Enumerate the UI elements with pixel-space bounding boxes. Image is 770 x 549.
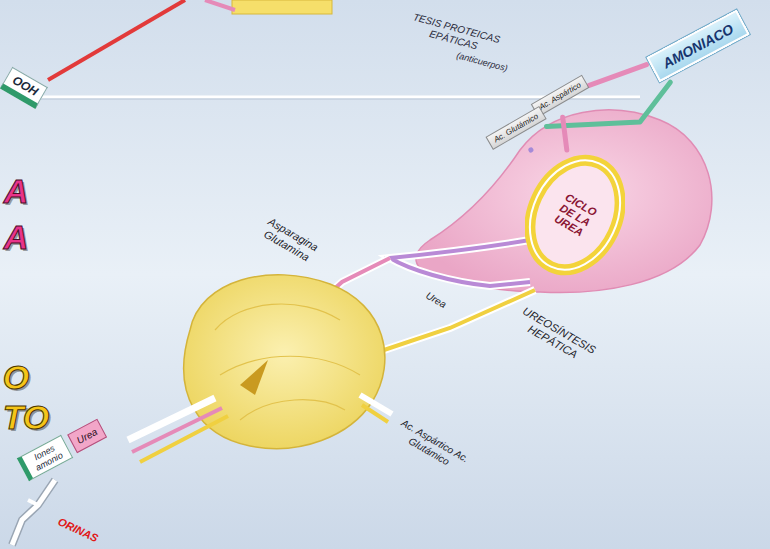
pink-tube [132,408,222,452]
purple-tube [390,240,530,286]
yellow-tube [140,416,228,462]
box-text: AMONIACO [660,21,736,72]
output-label: ORINAS [56,515,100,545]
heading-letter: O [3,358,29,397]
ring-highlight [525,150,625,280]
box-text: Iones amonio [26,440,67,475]
yellow-tube [362,405,388,422]
tube-label: Asparagina Glutamina [257,214,323,267]
tube-connector [563,117,567,150]
tube-casing [390,240,530,286]
ureter-branch [28,500,38,505]
acid-box: OOH [0,67,48,109]
kidney-pelvis [240,360,268,395]
heading-letter: A [4,218,29,257]
box-text: Ac. Glutámico [492,112,540,145]
process-label: UREOSÍNTESIS HEPÁTICA [512,304,599,369]
ring-band [525,150,625,280]
tube-label: Urea [424,290,449,311]
liver [416,110,712,292]
cycle-ring: CICLO DE LA UREA [525,150,625,280]
box-text: Ac. Aspártico [537,80,582,111]
urea-box: Urea [67,419,107,453]
compound-box: AMONIACO [646,10,749,83]
tube-label: Ac. Aspártico Ac. Glutámico [392,416,473,476]
yellow-tube [378,290,535,352]
pink-tube [205,0,235,10]
protein-organ [232,0,332,14]
section-heading: TESIS PROTEICAS EPÁTICAS [406,11,504,58]
tube-casing [378,290,535,352]
tube-connector [528,147,533,152]
ion-box: Iones amonio [17,435,73,481]
ureter [12,480,55,545]
box-text: Urea [75,426,99,446]
note: (anticuerpos) [455,50,508,74]
heading-letter: TO [3,398,50,437]
kidney-lobes [215,304,360,420]
ureter-outline [12,480,55,545]
tube-connector [589,65,646,86]
heading-letter: A [4,172,29,211]
red-tube [48,0,185,80]
box-text: OOH [10,73,41,99]
compound-box: Ac. Glutámico [485,106,546,150]
